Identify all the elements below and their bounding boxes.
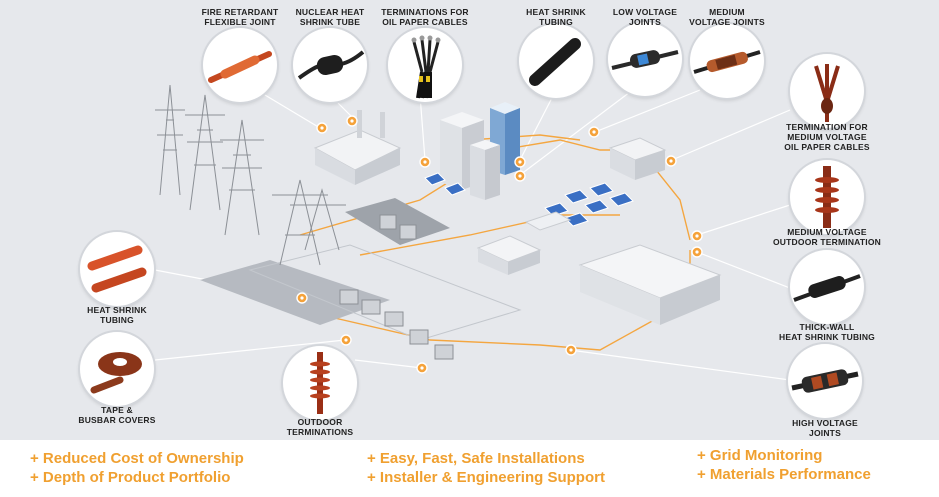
heat-shrink-tubing-left-icon[interactable]	[80, 232, 154, 306]
benefit-portfolio: + Depth of Product Portfolio	[30, 469, 231, 486]
heat-shrink-left-label: HEAT SHRINK TUBING	[87, 305, 147, 325]
outdoor-terminations-label: OUTDOOR TERMINATIONS	[286, 417, 354, 437]
nuclear-heat-shrink-tube-icon[interactable]	[293, 28, 367, 102]
power-grid-scene: FIRE RETARDANT FLEXIBLE JOINT NUCLEAR HE…	[0, 0, 939, 440]
tape-busbar-covers-icon[interactable]	[80, 332, 154, 406]
heat-shrink-tubing-top-icon[interactable]	[519, 24, 593, 98]
ground-platforms	[200, 198, 522, 341]
battery-storage	[476, 211, 572, 275]
benefit-cost: + Reduced Cost of Ownership	[30, 450, 244, 467]
heat-shrink-top-label: HEAT SHRINK TUBING	[526, 7, 586, 27]
leader-lines	[154, 79, 796, 381]
medium-voltage-joints-icon[interactable]	[690, 24, 764, 98]
thick-wall-label: THICK-WALL HEAT SHRINK TUBING	[779, 322, 875, 342]
fire-retardant-label: FIRE RETARDANT FLEXIBLE JOINT	[201, 7, 279, 27]
high-voltage-label: HIGH VOLTAGE JOINTS	[792, 418, 858, 438]
outdoor-terminations-icon[interactable]	[283, 346, 357, 420]
benefit-grid-monitoring: + Grid Monitoring	[697, 447, 823, 464]
connection-points	[296, 115, 703, 374]
benefits-bar: + Reduced Cost of Ownership + Depth of P…	[0, 440, 939, 497]
mv-outdoor-termination-icon[interactable]	[790, 160, 864, 234]
medium-voltage-joints-label: MEDIUM VOLTAGE JOINTS	[689, 7, 765, 27]
solar-panels	[424, 172, 634, 227]
benefit-installations: + Easy, Fast, Safe Installations	[367, 450, 585, 467]
tape-busbar-label: TAPE & BUSBAR COVERS	[78, 405, 156, 425]
data-center	[578, 137, 722, 325]
transmission-towers	[155, 84, 346, 266]
substation-equipment	[339, 214, 454, 360]
benefit-support: + Installer & Engineering Support	[367, 469, 605, 486]
nuclear-heat-label: NUCLEAR HEAT SHRINK TUBE	[295, 7, 365, 27]
mv-oil-paper-termination-icon[interactable]	[790, 54, 864, 128]
benefit-materials: + Materials Performance	[697, 466, 871, 483]
city-buildings	[440, 102, 520, 200]
low-voltage-label: LOW VOLTAGE JOINTS	[612, 7, 678, 27]
oil-paper-label: TERMINATIONS FOR OIL PAPER CABLES	[381, 7, 469, 27]
mv-oil-paper-label: TERMINATION FOR MEDIUM VOLTAGE OIL PAPER…	[784, 122, 870, 152]
fire-retardant-joint-icon[interactable]	[203, 28, 277, 102]
mv-outdoor-label: MEDIUM VOLTAGE OUTDOOR TERMINATION	[773, 227, 881, 247]
low-voltage-joints-icon[interactable]	[608, 22, 682, 96]
power-station	[313, 110, 402, 185]
thick-wall-heat-shrink-tubing-icon[interactable]	[790, 250, 864, 324]
oil-paper-cable-termination-icon[interactable]	[388, 28, 462, 102]
high-voltage-joints-icon[interactable]	[788, 344, 862, 418]
grid-illustration	[154, 79, 796, 381]
